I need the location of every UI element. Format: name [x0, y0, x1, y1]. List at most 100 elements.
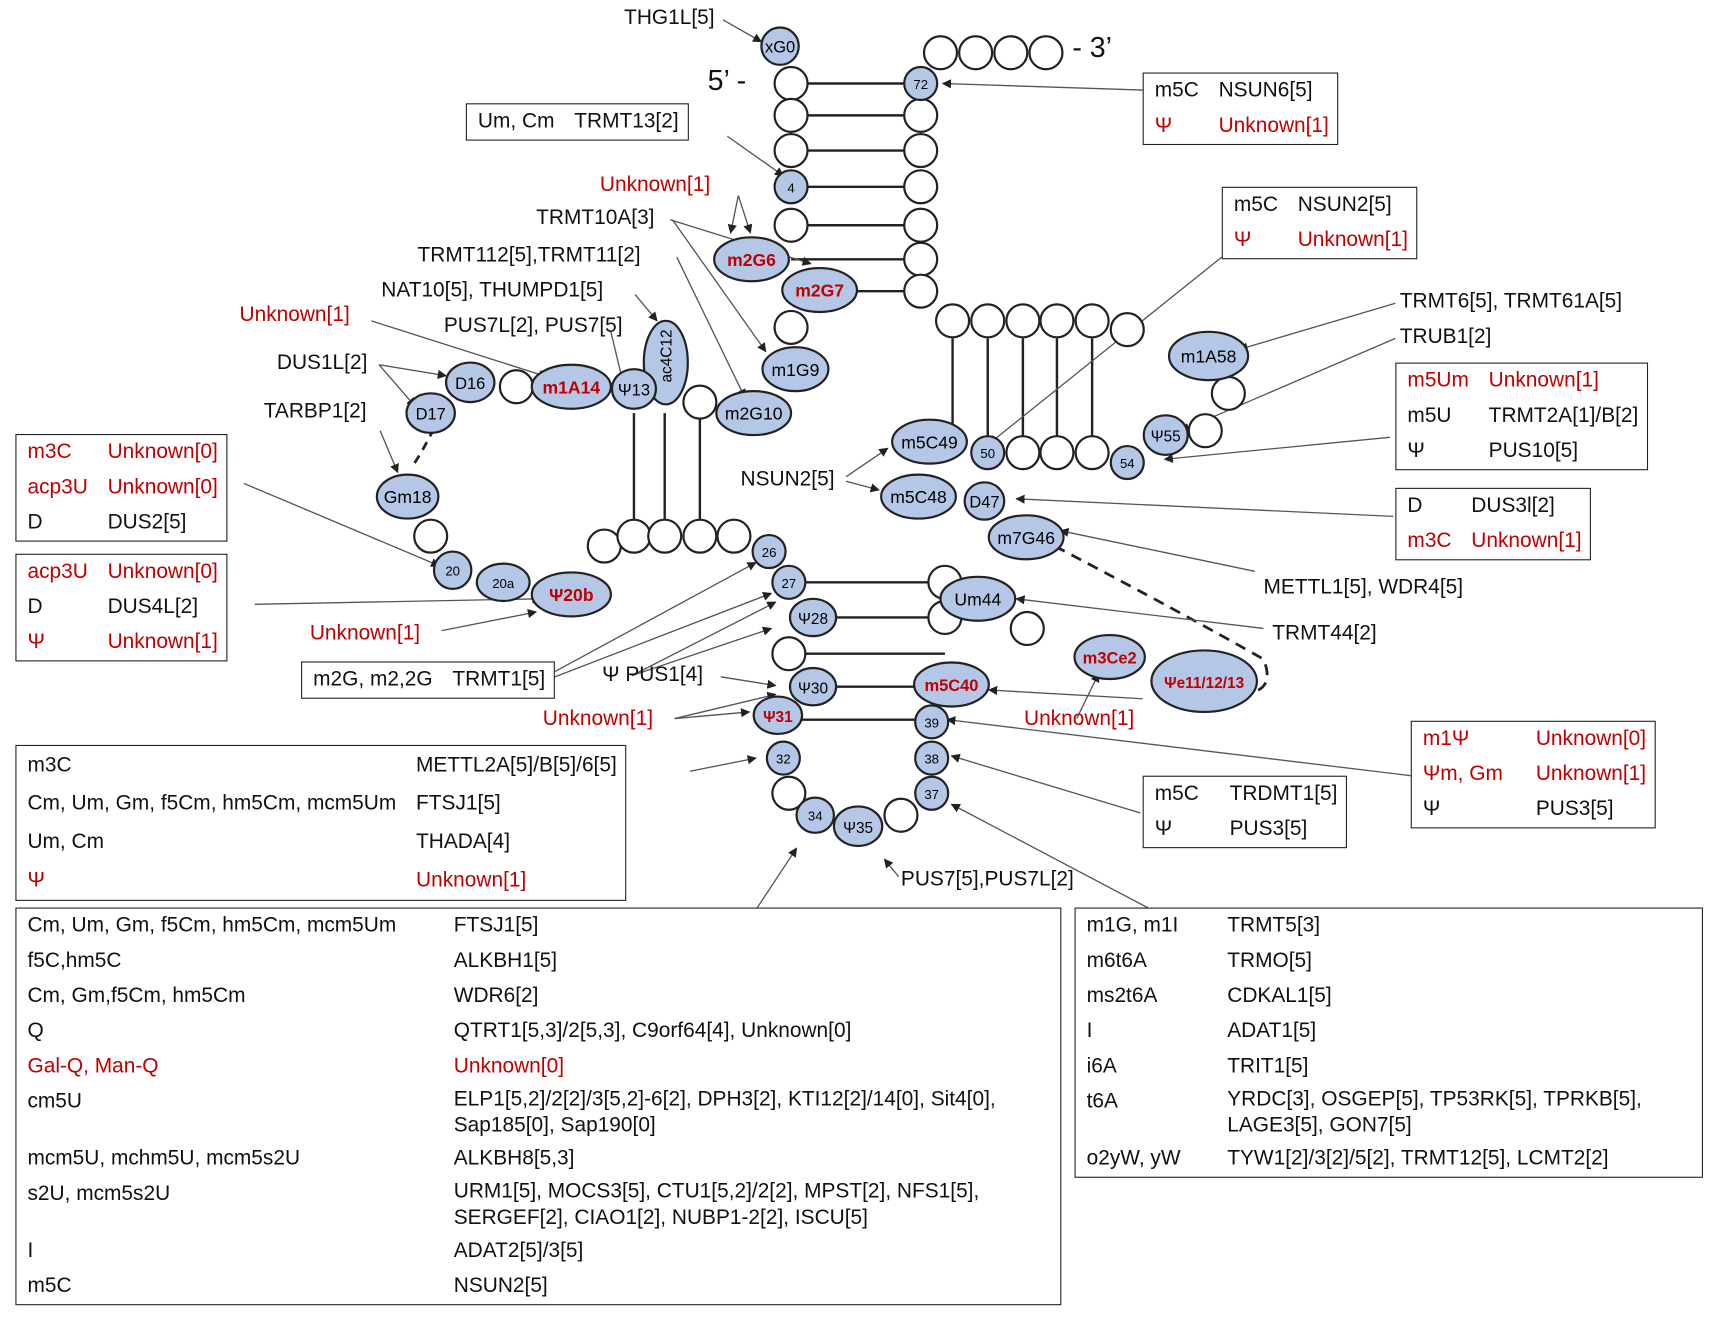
label-trmt10a: TRMT10A[3]	[536, 206, 655, 230]
box-mod: acp3U	[27, 560, 88, 584]
node-m2G6: m2G6	[727, 250, 776, 270]
node-m3Ce2: m3Ce2	[1083, 650, 1137, 668]
box-mod: Cm, Gm,f5Cm, hm5Cm	[27, 984, 246, 1008]
node-psiE: Ψe11/12/13	[1164, 675, 1244, 692]
node-m1G9: m1G9	[772, 360, 820, 380]
node-ac4C12: ac4C12	[658, 329, 675, 382]
box-enzyme: CDKAL1[5]	[1227, 984, 1332, 1008]
node-39: 39	[924, 715, 939, 730]
node-27: 27	[782, 576, 797, 591]
box-mod: m1G, m1I	[1086, 914, 1179, 938]
node-D17: D17	[416, 406, 446, 424]
box-mod: m1Ψ	[1422, 727, 1470, 751]
box-enzyme: TRMO[5]	[1227, 949, 1312, 973]
box-enzyme: FTSJ1[5]	[416, 792, 501, 816]
label-thg1l: THG1L[5]	[624, 6, 715, 30]
box-mod: Ψ	[1407, 439, 1425, 463]
box-enzyme: Unknown[0]	[1535, 727, 1647, 751]
box-mod: Q	[27, 1019, 44, 1043]
node-labels: xG0 72 4 m2G6 m2G7 m1G9 m2G10 ac4C12 Ψ13…	[384, 39, 1244, 837]
node-m1A14: m1A14	[543, 377, 601, 397]
box-trmt1: m2G, m2,2G TRMT1[5]	[301, 661, 556, 699]
box-mod: D	[27, 595, 43, 619]
box-mod: m5U	[1407, 404, 1452, 428]
box-mod: m3C	[1407, 529, 1452, 553]
box-mod: m3C	[27, 753, 72, 777]
box-enzyme: TRMT1[5]	[452, 668, 546, 692]
box-enzyme: NSUN2[5]	[453, 1274, 548, 1298]
box-mod: Ψ	[1422, 797, 1441, 821]
node-xG0: xG0	[765, 39, 795, 57]
node-m5C40: m5C40	[924, 677, 978, 695]
box-enzyme: WDR6[2]	[453, 984, 539, 1008]
box-mod: o2yW, yW	[1086, 1147, 1181, 1171]
box-enzyme: Unknown[1]	[416, 869, 527, 893]
box-mod: m5C	[1154, 79, 1199, 103]
box-mod: D	[27, 510, 43, 534]
label-mettl1: METTL1[5], WDR4[5]	[1263, 575, 1464, 599]
box-dus3l: D DUS3l[2] m3C Unknown[1]	[1395, 487, 1592, 561]
box-enzyme: ADAT1[5]	[1227, 1019, 1317, 1043]
box-enzyme: TRMT5[3]	[1227, 914, 1321, 938]
node-Gm18: Gm18	[384, 487, 432, 507]
box-enzyme: DUS2[5]	[107, 510, 187, 534]
label-pus7-35: PUS7[5],PUS7L[2]	[900, 867, 1074, 892]
node-38: 38	[924, 752, 939, 767]
label-dus1l: DUS1L[2]	[276, 351, 368, 375]
box-mod: Ψ	[1233, 228, 1252, 252]
box-enzyme: Unknown[1]	[1471, 529, 1582, 553]
node-4: 4	[787, 180, 794, 195]
box-enzyme: QTRT1[5,3]/2[5,3], C9orf64[4], Unknown[0…	[453, 1019, 852, 1043]
box-enzyme: PUS10[5]	[1488, 439, 1579, 463]
box-mod: m3C	[27, 440, 72, 464]
box-mod: m5Um	[1407, 369, 1469, 393]
box-mod: I	[1086, 1019, 1093, 1043]
box-enzyme: Unknown[0]	[107, 440, 218, 464]
node-26: 26	[762, 545, 777, 560]
box-mod: Cm, Um, Gm, f5Cm, hm5Cm, mcm5Um	[27, 914, 397, 938]
label-pus1: Ψ PUS1[4]	[602, 663, 704, 687]
box-mod: D	[1407, 494, 1423, 518]
box-enzyme: Unknown[1]	[107, 630, 218, 654]
box-mod: i6A	[1086, 1054, 1117, 1078]
box-enzyme: TRIT1[5]	[1227, 1054, 1309, 1078]
box-enzyme: PUS3[5]	[1535, 797, 1614, 821]
box-mod: m6t6A	[1086, 949, 1147, 973]
node-m1A58: m1A58	[1181, 347, 1237, 367]
box-mod: f5C,hm5C	[27, 949, 122, 973]
box-enzyme: ALKBH8[5,3]	[453, 1147, 575, 1171]
node-psi31: Ψ31	[763, 709, 793, 726]
box-mod: Ψ	[1154, 817, 1173, 841]
node-34: 34	[808, 809, 823, 824]
node-32: 32	[776, 752, 791, 767]
node-m5C49: m5C49	[901, 432, 958, 452]
node-37: 37	[924, 787, 939, 802]
node-psi30: Ψ30	[798, 680, 828, 697]
node-50: 50	[980, 446, 995, 461]
box-enzyme: TRMT2A[1]/B[2]	[1488, 404, 1639, 428]
box-enzyme: Unknown[0]	[107, 475, 218, 499]
box-mod: m5C	[1233, 193, 1278, 217]
node-m2G10: m2G10	[725, 404, 783, 424]
label-pus7l: PUS7L[2], PUS7[5]	[443, 314, 623, 338]
box-mod: m5C	[27, 1274, 72, 1298]
box-enzyme: TYW1[2]/3[2]/5[2], TRMT12[5], LCMT2[2]	[1227, 1147, 1609, 1171]
label-unknown-31: Unknown[1]	[542, 707, 654, 731]
modified-nucleotides	[375, 26, 1259, 848]
box-mod: Ψ	[27, 630, 45, 654]
box-enzyme: DUS3l[2]	[1471, 494, 1555, 518]
node-psi20b: Ψ20b	[549, 585, 593, 605]
box-mod: Gal-Q, Man-Q	[27, 1054, 159, 1078]
box-enzyme: METTL2A[5]/B[5]/6[5]	[416, 753, 617, 777]
node-psi35: Ψ35	[843, 820, 873, 837]
box-enzyme: YRDC[3], OSGEP[5], TP53RK[5], TPRKB[5], …	[1227, 1087, 1642, 1138]
box-mod: I	[27, 1239, 34, 1263]
